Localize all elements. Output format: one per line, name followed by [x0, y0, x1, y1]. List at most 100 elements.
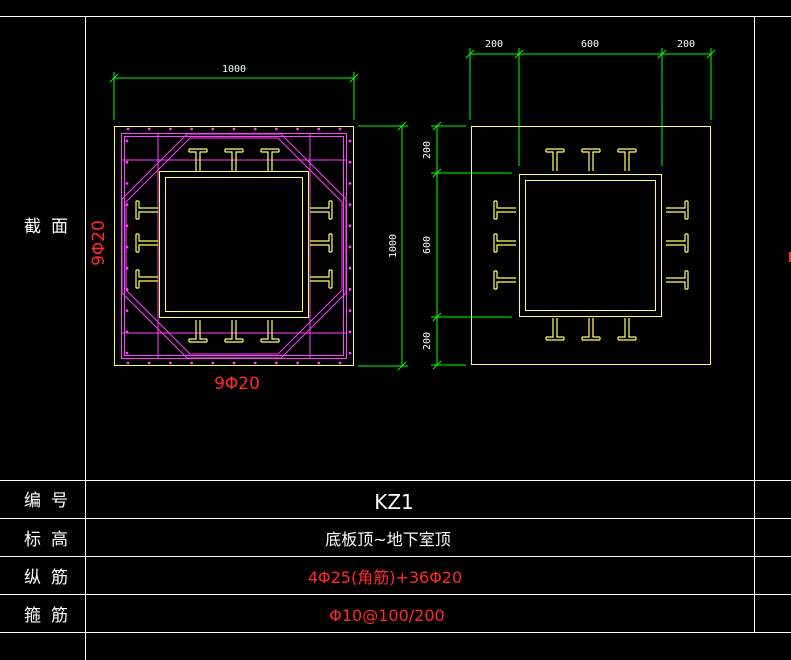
rebar-dot [338, 127, 342, 131]
right-dim-top-1: 200 [485, 39, 503, 50]
rebar-dot [296, 127, 299, 131]
right-stud-top-2 [581, 148, 601, 171]
rebar-dot [348, 139, 352, 143]
number-label: 编号 [24, 491, 78, 511]
rebar-dot [125, 224, 129, 228]
longitudinal-value: 4Φ25(角筋)+36Φ20 [308, 568, 462, 587]
right-section: 200 600 200 200 600 200 [422, 39, 716, 370]
rebar-dot [253, 127, 257, 131]
rebar-dot [125, 330, 129, 334]
left-stud-top-1 [188, 148, 208, 171]
rebar-dot [348, 330, 352, 334]
rebar-dot [338, 361, 342, 365]
right-stud-top-3 [617, 148, 637, 171]
rebar-dot [275, 127, 278, 131]
left-stud-left-3 [135, 269, 158, 289]
rebar-dot [190, 361, 194, 365]
right-stud-bottom-2 [581, 318, 601, 341]
left-bottom-rebar: 9Φ20 [214, 374, 260, 394]
left-stud-bottom-1 [188, 320, 208, 343]
right-dim-top-2: 600 [581, 39, 599, 50]
rebar-dot [190, 127, 194, 131]
rebar-dot [169, 127, 172, 131]
right-stud-bottom-3 [617, 318, 637, 341]
left-side-rebar: 9Φ20 [89, 220, 109, 266]
right-stud-right-3 [666, 270, 689, 290]
rebar-dot [317, 361, 321, 365]
right-dim-left-1: 200 [422, 141, 433, 159]
rebar-dot [275, 361, 278, 365]
rebar-dot [348, 351, 352, 355]
rebar-dot [317, 127, 321, 131]
right-stud-left-1 [493, 200, 516, 220]
rebar-dot [125, 203, 129, 207]
elevation-label: 标高 [24, 530, 78, 550]
stirrup-value: Φ10@100/200 [329, 606, 444, 625]
rebar-dot [125, 139, 129, 143]
rebar-dot [211, 361, 215, 365]
right-stud-right-2 [666, 233, 689, 253]
rebar-dot [126, 127, 130, 131]
left-stud-top-3 [260, 148, 280, 171]
rebar-dot [348, 203, 352, 207]
left-studs [135, 148, 333, 343]
rebar-dot [211, 127, 215, 131]
left-concrete-outline [114, 126, 354, 366]
rebar-dot [348, 245, 352, 249]
stirrup-label: 箍筋 [24, 606, 78, 626]
rebar-dot [126, 361, 130, 365]
left-steel-box [159, 171, 309, 318]
left-stud-bottom-2 [224, 320, 244, 343]
table-grid [0, 16, 791, 660]
left-rebar-dots [125, 127, 352, 365]
column-number: KZ1 [374, 490, 414, 514]
right-dim-left-2: 600 [422, 236, 433, 254]
right-stud-right-1 [666, 200, 689, 220]
left-stud-top-2 [224, 148, 244, 171]
rebar-dot [169, 361, 172, 365]
rebar-dot [348, 309, 352, 312]
rebar-dot [296, 361, 299, 365]
rebar-dot [348, 182, 352, 185]
right-stud-top-1 [545, 148, 565, 171]
right-stud-left-2 [493, 233, 516, 253]
rebar-dot [348, 224, 352, 228]
left-stud-bottom-3 [260, 320, 280, 343]
rebar-dot [232, 361, 236, 365]
right-stud-bottom-1 [545, 318, 565, 341]
rebar-dot [348, 288, 352, 291]
left-dim-right: 1000 [388, 234, 399, 258]
right-steel-box [519, 174, 662, 317]
rebar-dot [253, 361, 257, 365]
left-stirrups [121, 133, 347, 359]
rebar-dot [125, 351, 129, 355]
rebar-dot [125, 288, 129, 291]
left-stud-left-2 [135, 233, 158, 253]
left-dim-top: 1000 [222, 64, 246, 75]
right-concrete-outline [471, 126, 711, 365]
rebar-dot [348, 160, 352, 164]
section-label: 截面 [24, 217, 78, 237]
left-dimensions [109, 72, 408, 371]
right-studs [493, 148, 689, 341]
left-stud-right-2 [310, 233, 333, 253]
left-stud-left-1 [135, 200, 158, 220]
rebar-dot [147, 361, 151, 365]
elevation-value: 底板顶~地下室顶 [325, 530, 450, 549]
left-stud-right-1 [310, 200, 333, 220]
right-dim-left-3: 200 [422, 332, 433, 350]
rebar-dot [147, 127, 151, 131]
rebar-dot [348, 266, 352, 270]
right-dimensions [431, 48, 716, 370]
left-stud-right-3 [310, 269, 333, 289]
longitudinal-label: 纵筋 [24, 568, 78, 588]
rebar-dot [125, 266, 129, 270]
rebar-dot [125, 182, 129, 185]
right-dim-top-3: 200 [677, 39, 695, 50]
left-section: 1000 1000 9Φ20 9Φ20 [89, 64, 408, 394]
rebar-dot [232, 127, 236, 131]
rebar-dot [125, 309, 129, 312]
rebar-dot [125, 245, 129, 249]
rebar-dot [125, 160, 129, 164]
